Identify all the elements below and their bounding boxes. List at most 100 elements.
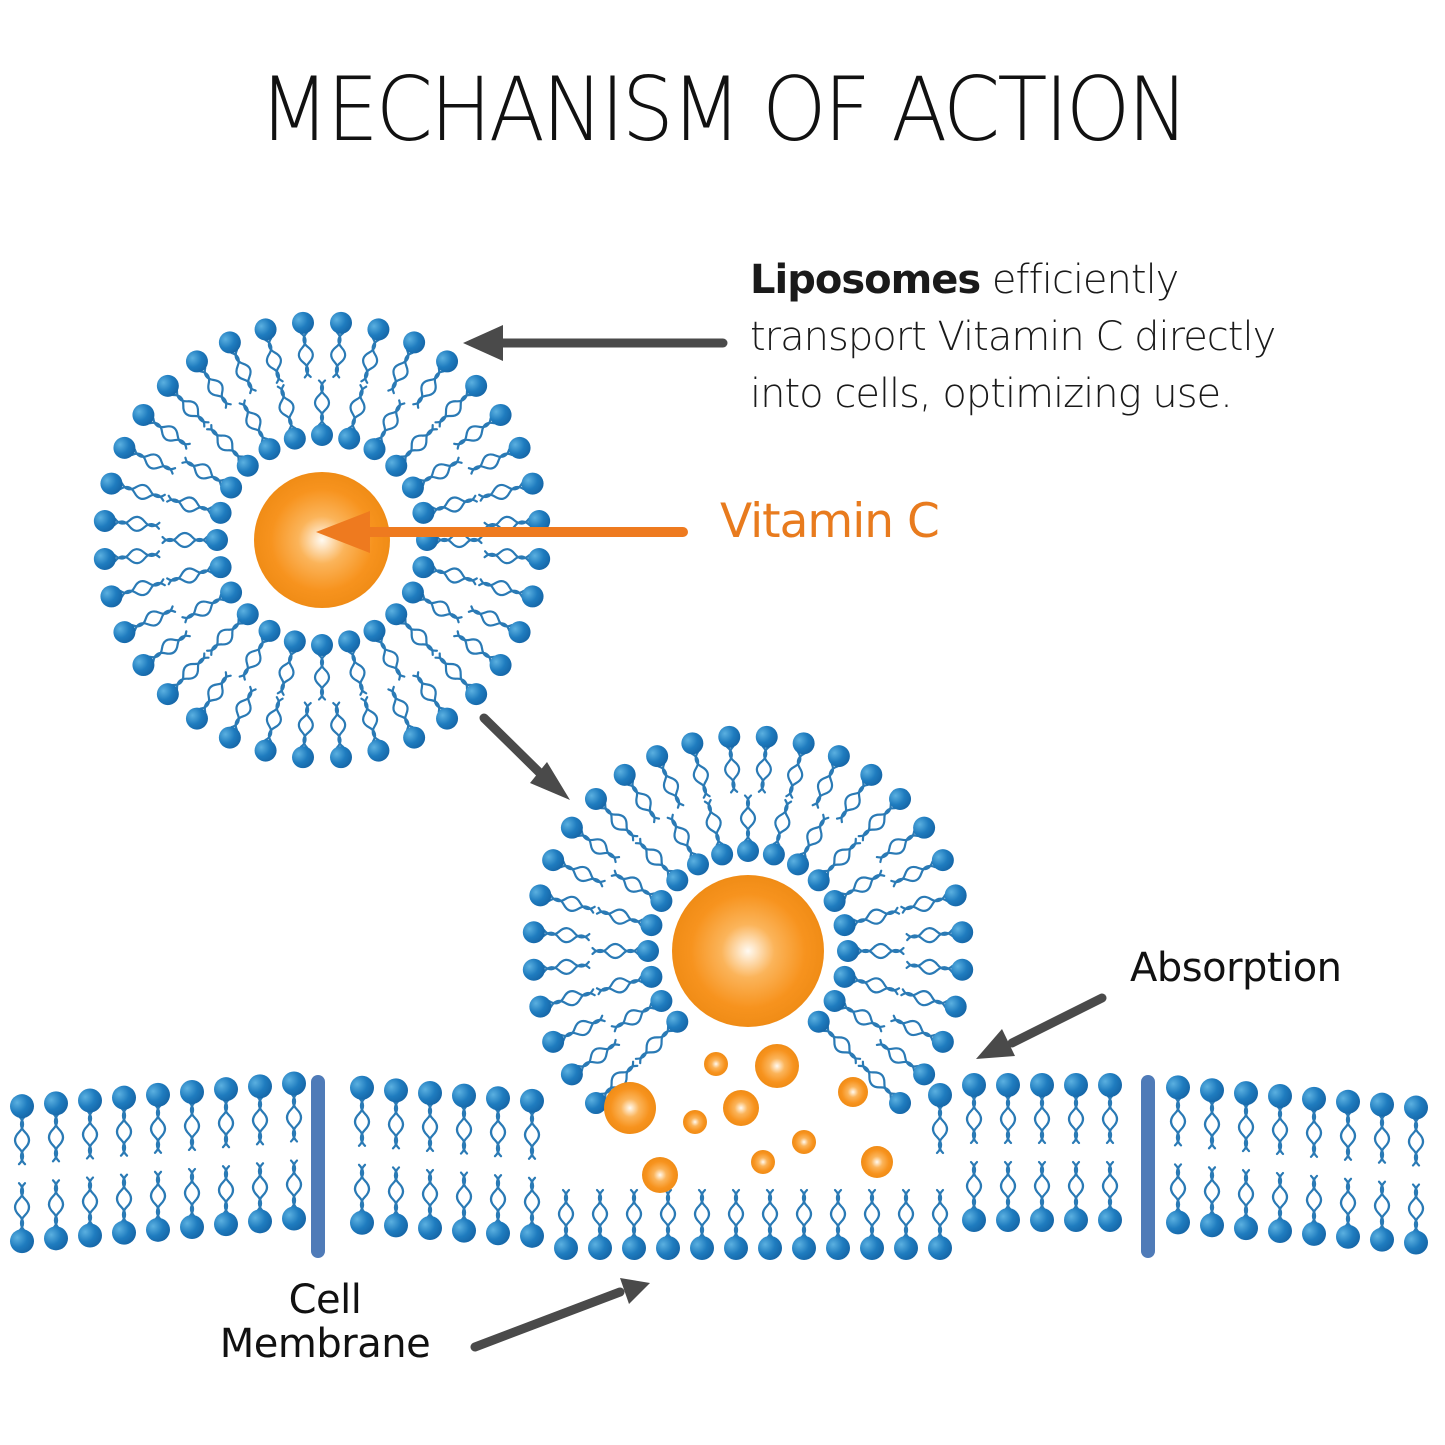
lipid-tail [391, 351, 414, 395]
phospholipid-head [894, 1236, 918, 1260]
phospholipid-outer [483, 547, 551, 570]
lipid-tail [776, 800, 793, 847]
membrane-lipid-top [996, 1073, 1020, 1145]
phospholipid-head [180, 1080, 204, 1104]
phospholipid-head [913, 1063, 936, 1086]
membrane-lipid-top [520, 1088, 544, 1160]
lipid-tail [115, 1173, 127, 1224]
lipid-tail [302, 331, 314, 378]
vitamin-c-particle [723, 1090, 759, 1126]
lipid-tail [155, 1103, 167, 1154]
lipid-tail [276, 649, 293, 695]
lipid-tail [438, 393, 473, 428]
lipid-tail [87, 1176, 99, 1227]
arrow-liposome-movement [479, 713, 570, 800]
phospholipid-head [78, 1223, 102, 1248]
phospholipid-inner [634, 837, 689, 892]
phospholipid-head [452, 1083, 476, 1108]
lipid-tail [291, 1092, 303, 1143]
lipid-tail [906, 931, 954, 944]
phospholipid-head [112, 1085, 136, 1110]
lipid-tail [879, 1038, 919, 1068]
lipid-tail [1033, 1093, 1045, 1145]
phospholipid-head [350, 1210, 374, 1235]
phospholipid-inner [276, 384, 306, 450]
lipid-tail [788, 752, 806, 799]
lipid-tail [210, 424, 244, 458]
phospholipid-head [113, 436, 136, 459]
phospholipid-head [1234, 1216, 1258, 1241]
membrane-lipid-top [486, 1086, 510, 1158]
lipid-tail [1271, 1104, 1283, 1156]
lipid-tail [1107, 1093, 1119, 1145]
lipid-tail [852, 906, 899, 923]
lipid-tail [728, 745, 741, 793]
lipid-tail [694, 751, 711, 798]
lipid-tail [297, 332, 310, 379]
phospholipid-head [367, 318, 390, 341]
lipid-tail [360, 697, 377, 743]
phospholipid-head [542, 849, 565, 872]
phospholipid-outer [467, 436, 531, 475]
lipid-tail [999, 1160, 1011, 1212]
lipid-tail [264, 338, 281, 384]
lipid-tail [1407, 1183, 1419, 1234]
lipid-tail [223, 1165, 235, 1216]
lipid-tail [421, 1101, 433, 1153]
phospholipid-head [560, 816, 583, 839]
phospholipid-head [486, 1221, 510, 1246]
lipid-tail [149, 1103, 161, 1154]
lipid-tail [489, 1107, 501, 1158]
phospholipid-head [1370, 1227, 1394, 1252]
phospholipid-inner [837, 940, 905, 962]
phospholipid-inner [833, 965, 901, 996]
membrane-lipid-top [350, 1075, 374, 1147]
lipid-tail [875, 1043, 916, 1073]
lipid-tail [175, 656, 210, 691]
lipid-tail [529, 1109, 541, 1160]
lipid-tail [210, 622, 244, 656]
phospholipid-outer [185, 350, 232, 409]
lipid-tail [432, 498, 478, 515]
phospholipid-head [560, 1063, 583, 1086]
phospholipid-inner [311, 634, 333, 701]
lipid-tail [461, 1171, 473, 1222]
lipid-tail [387, 1166, 399, 1217]
membrane-lipid-top [962, 1073, 986, 1145]
phospholipid-inner [363, 399, 406, 461]
phospholipid-outer [900, 884, 967, 914]
membrane-lipid-bottom [486, 1174, 510, 1246]
lipid-tail [901, 897, 948, 914]
phospholipid-head [529, 995, 552, 1018]
phospholipid-head [254, 739, 277, 762]
phospholipid-outer [292, 701, 315, 769]
phospholipid-head [113, 621, 136, 644]
lipid-tail [400, 424, 434, 458]
lipid-tail [404, 428, 438, 462]
lipid-tail [291, 1159, 303, 1210]
phospholipid-outer [113, 605, 177, 644]
phospholipid-inner [338, 384, 368, 450]
phospholipid-head [218, 726, 241, 749]
phospholipid-inner [276, 630, 306, 696]
phospholipid-inner [401, 581, 463, 624]
lipid-tail [419, 456, 460, 482]
lipid-tail [113, 520, 160, 532]
lipid-tail [203, 674, 232, 714]
phospholipid-head [807, 1010, 830, 1033]
membrane-lipid-bottom [1234, 1169, 1258, 1241]
lipid-tail [353, 1096, 365, 1147]
lipid-tail [359, 1163, 371, 1214]
lipid-tail [634, 1025, 670, 1060]
lipid-tail [393, 1166, 405, 1217]
lipid-tail [1379, 1180, 1391, 1231]
phospholipid-outer [113, 436, 177, 475]
membrane-lipid-bottom [214, 1165, 238, 1237]
phospholipid-outer [890, 1014, 954, 1053]
lipid-tail [114, 552, 161, 565]
phospholipid-head [338, 427, 361, 450]
lipid-tail [479, 485, 525, 502]
lipid-tail [1203, 1099, 1215, 1150]
lipid-tail [829, 1188, 841, 1240]
phospholipid-outer [329, 701, 352, 769]
